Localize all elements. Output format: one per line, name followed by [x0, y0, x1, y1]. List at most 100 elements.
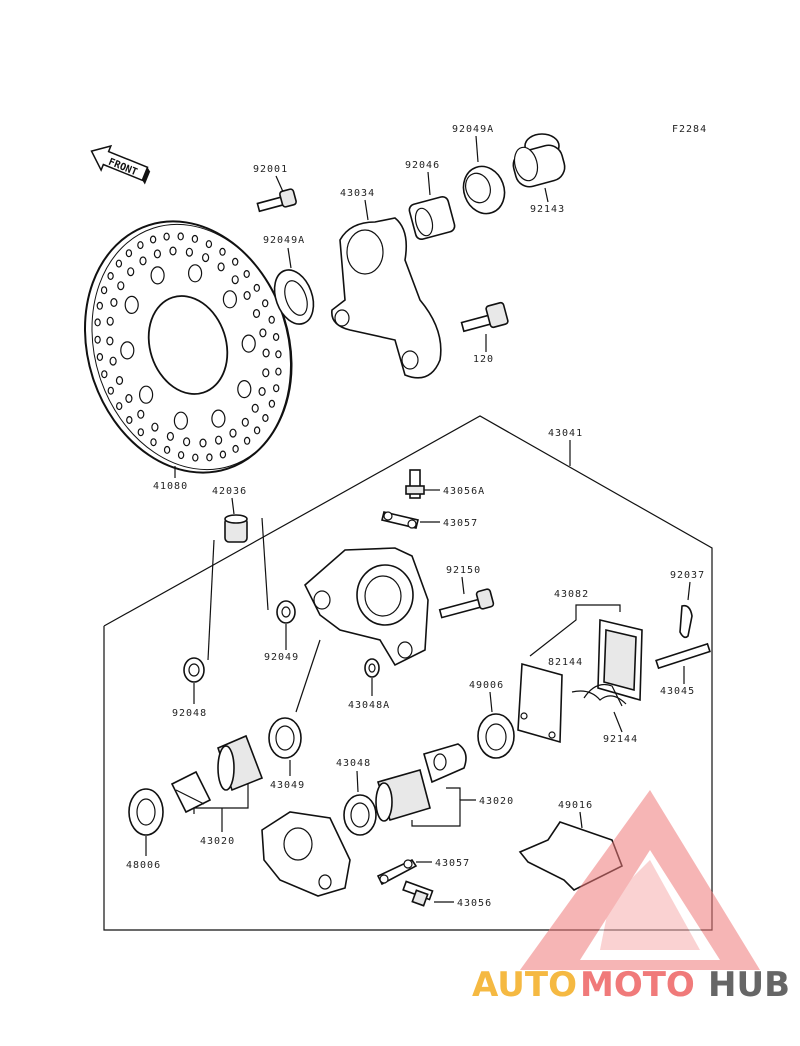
sleeve-42036: [224, 514, 248, 543]
disc-hole: [169, 246, 177, 256]
disc-hole: [251, 403, 259, 413]
watermark-auto: AUTO: [472, 965, 577, 1005]
disc-hole: [163, 232, 170, 241]
label-92048: 92048: [172, 708, 207, 719]
disc-hole: [275, 350, 282, 359]
disc-hole: [139, 385, 154, 404]
collar-92143: [512, 133, 566, 188]
disc-hole: [94, 335, 101, 344]
disc-hole: [188, 264, 203, 283]
disc-hole: [94, 318, 101, 327]
disc-hole: [253, 426, 261, 435]
disc-hole: [243, 270, 250, 279]
label-42036: 42036: [212, 486, 247, 497]
caliper-bracket-43034: [331, 217, 442, 379]
disc-hole: [219, 450, 227, 459]
disc-hole: [241, 417, 249, 427]
seal-92049a-left: [273, 269, 315, 325]
disc-hole: [173, 411, 188, 430]
disc-hole: [177, 451, 185, 460]
disc-hole: [272, 333, 280, 342]
disc-hole: [110, 298, 118, 308]
disc-hole: [166, 431, 174, 441]
disc-hole: [139, 256, 147, 266]
label-43049: 43049: [270, 780, 305, 791]
label-43056: 43056: [457, 898, 492, 909]
disc-hole: [243, 436, 251, 445]
caliper-body: [304, 547, 429, 667]
disc-hole: [126, 416, 133, 425]
disc-hole: [252, 309, 261, 319]
disc-hole: [137, 241, 144, 250]
label-92001: 92001: [253, 164, 288, 175]
disc-hole: [150, 438, 157, 447]
disc-hole: [125, 394, 133, 404]
disc-hole: [259, 328, 267, 338]
disc-hole: [101, 370, 108, 379]
label-43045: 43045: [660, 686, 695, 697]
piston-43020-right: [375, 743, 467, 822]
piston-43020-left: [170, 734, 264, 814]
disc-hole: [100, 286, 108, 295]
disc-hole: [96, 301, 104, 310]
label-92150: 92150: [446, 565, 481, 576]
disc-hole: [96, 353, 104, 362]
disc-hole: [191, 234, 199, 243]
seal-49006: [477, 713, 515, 759]
seal-92048: [183, 657, 205, 683]
disc-hole: [206, 453, 213, 462]
bearing-92046: [408, 195, 456, 241]
figure-code: F2284: [672, 124, 707, 135]
disc-hole: [241, 334, 256, 353]
disc-hole: [253, 283, 260, 292]
label-43034: 43034: [340, 188, 375, 199]
label-43020-right: 43020: [479, 796, 514, 807]
label-120: 120: [473, 354, 494, 365]
label-48006: 48006: [126, 860, 161, 871]
bleeder-43056: [402, 880, 434, 907]
disc-hole: [231, 275, 239, 285]
disc-hole: [219, 247, 226, 256]
disc-hole: [115, 376, 124, 386]
disc-hole: [268, 399, 276, 408]
label-43057-top: 43057: [443, 518, 478, 529]
label-82144: 82144: [548, 657, 583, 668]
label-43041: 43041: [548, 428, 583, 439]
label-92144: 92144: [603, 734, 638, 745]
disc-hole: [205, 240, 213, 249]
disc-hole: [115, 259, 123, 268]
disc-hole: [229, 428, 237, 438]
cap-43057-bottom: [376, 858, 418, 886]
disc-hole: [275, 367, 282, 376]
disc-hole: [149, 235, 157, 244]
disc-hole: [258, 387, 266, 397]
caliper-lower-half: [261, 811, 351, 897]
disc-hole: [268, 315, 275, 324]
seal-48006: [128, 788, 164, 836]
seal-43048: [343, 794, 377, 836]
bolt-120: [460, 301, 509, 333]
disc-hole: [262, 299, 269, 308]
bolt-92150: [438, 588, 495, 619]
bolt-92001: [256, 188, 297, 213]
disc-hole: [192, 453, 199, 462]
label-92037: 92037: [670, 570, 705, 581]
disc-hole: [115, 402, 123, 411]
disc-hole: [137, 409, 145, 419]
label-43057-bottom: 43057: [435, 858, 470, 869]
brake-pad-43082-rear: [597, 618, 643, 702]
disc-hole: [217, 262, 225, 272]
disc-hole: [231, 257, 239, 266]
disc-hole: [183, 437, 191, 447]
disc-hole: [106, 316, 114, 326]
bleeder-43056a: [405, 469, 425, 499]
disc-hole: [137, 428, 144, 437]
disc-hole: [262, 414, 269, 423]
disc-hole: [124, 295, 139, 314]
disc-hole: [153, 249, 161, 259]
disc-hole: [117, 281, 125, 291]
disc-hole: [262, 368, 270, 378]
label-92049a-left: 92049A: [263, 235, 305, 246]
brake-pad-43082-front: [517, 662, 563, 744]
